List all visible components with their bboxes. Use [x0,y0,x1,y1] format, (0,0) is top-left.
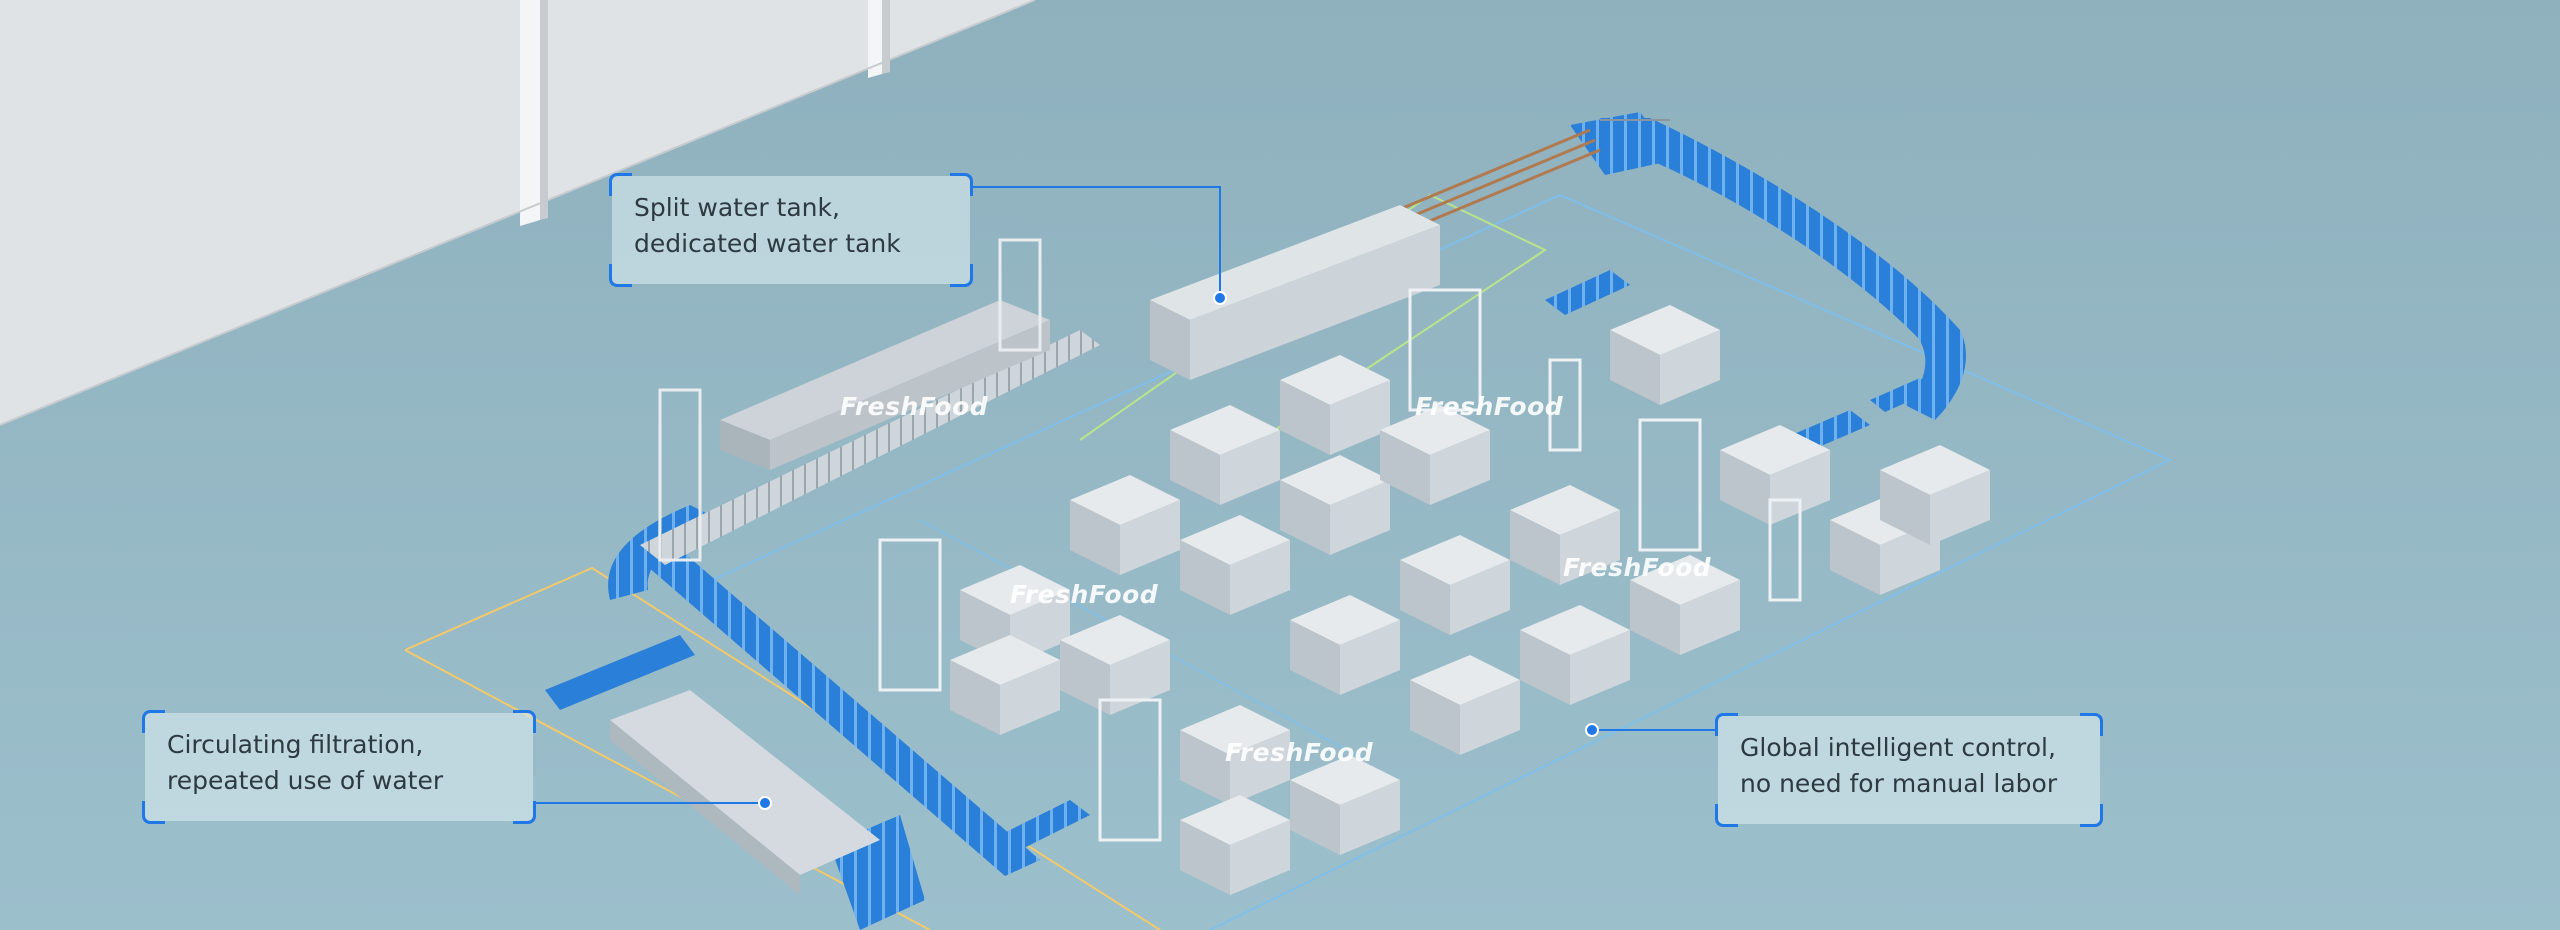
callout-corner [950,264,973,287]
freshfood-logo: FreshFood [840,392,989,421]
callout-intelligent-control: Global intelligent control, no need for … [1715,713,2103,827]
callout-corner [950,173,973,196]
callout-text: Circulating filtration, repeated use of … [167,730,444,795]
freshfood-logo: FreshFood [1415,392,1564,421]
callout-corner [609,173,632,196]
callout-corner [513,801,536,824]
freshfood-logo: FreshFood [1563,553,1712,582]
callout-filtration: Circulating filtration, repeated use of … [142,710,536,824]
callout-corner [142,710,165,733]
callout-text: Split water tank, dedicated water tank [634,193,901,258]
freshfood-logo: FreshFood [1010,580,1159,609]
processing-machines [878,288,1990,895]
callout-corner [513,710,536,733]
factory-wall [0,0,1036,426]
callout-corner [1715,804,1738,827]
callout-corner [1715,713,1738,736]
callout-water-tank: Split water tank, dedicated water tank [609,173,973,287]
callout-corner [609,264,632,287]
callout-corner [2080,713,2103,736]
wash-tunnel [1150,205,1440,380]
callout-corner [142,801,165,824]
conveyor-loop [545,112,1966,930]
callout-corner [2080,804,2103,827]
callout-markers [758,291,1599,810]
callout-text: Global intelligent control, no need for … [1740,733,2058,798]
washing-tanks [610,238,1050,895]
freshfood-logo: FreshFood [1225,738,1374,767]
callout-leaders [533,186,1718,804]
